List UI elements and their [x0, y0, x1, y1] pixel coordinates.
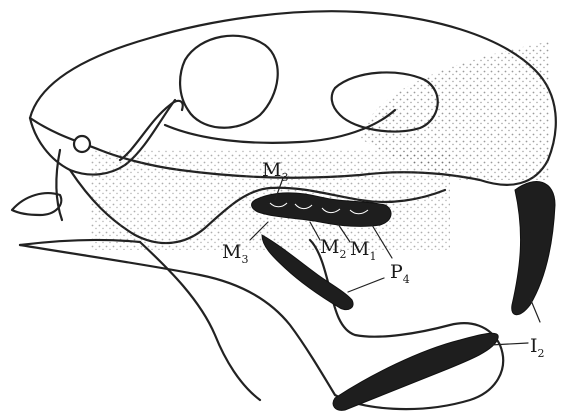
mandible-outline — [20, 240, 503, 409]
leader-p4-lower — [348, 278, 384, 292]
label-i2: I2 — [530, 335, 545, 360]
orbit-outline — [180, 36, 278, 128]
infraorbital-foramen — [74, 136, 90, 152]
premaxilla-tip — [12, 193, 61, 215]
label-p4: P4 — [390, 261, 410, 286]
mandible-stipple — [140, 250, 370, 410]
leader-i2-upper — [530, 298, 540, 322]
large-incisor — [512, 182, 555, 315]
